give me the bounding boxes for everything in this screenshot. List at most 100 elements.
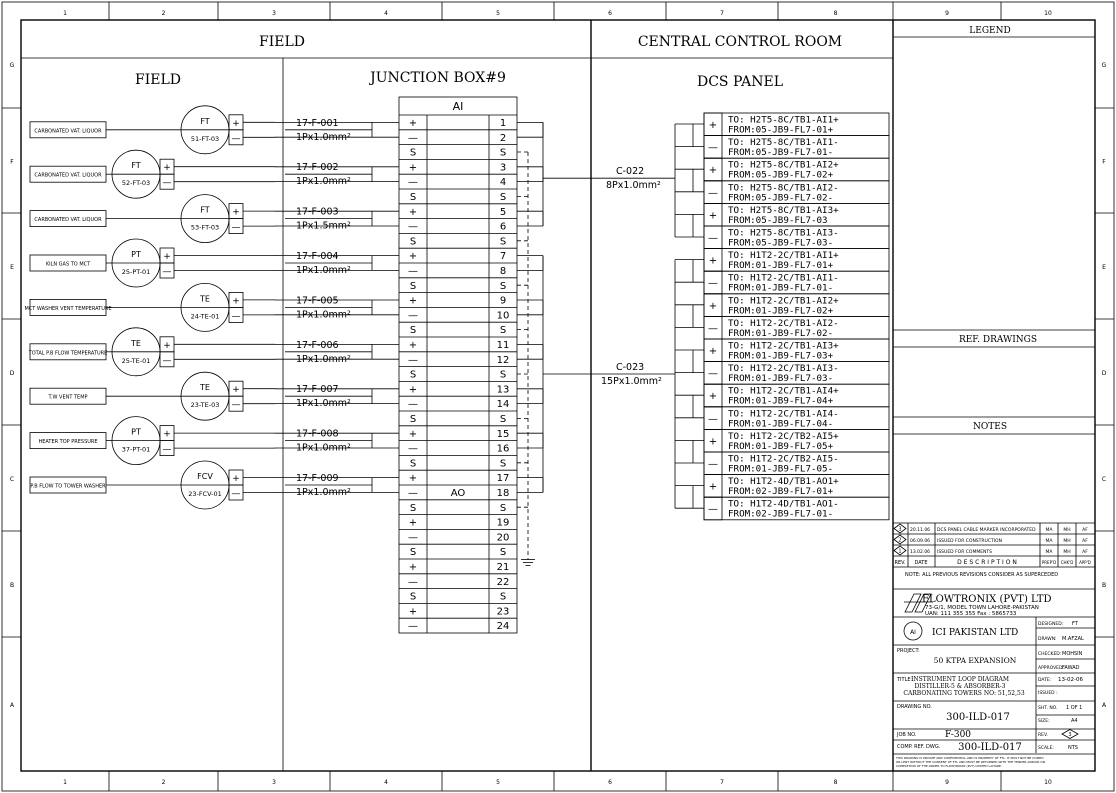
jb-terminal-number: 17 [497, 473, 510, 484]
note-superceded: NOTE: ALL PREVIOUS REVISIONS CONSIDER AS… [905, 572, 1058, 578]
dcs-panel: +TO: H2T5-8C/TB1-AI1+FROM:05-JB9-FL7-01+… [675, 112, 890, 521]
jb-polarity: — [408, 266, 418, 277]
instrument-tag: 23-TE-03 [191, 401, 220, 409]
dcs-polarity: — [708, 504, 718, 515]
dcs-to-label: TO: H2T5-8C/TB1-AI3+ [728, 205, 839, 216]
dcs-polarity: + [709, 301, 717, 312]
dcs-to-label: TO: H1T2-2C/TB1-AI2- [728, 318, 839, 329]
approved-label: APPROVED: [1038, 665, 1064, 671]
cable-spec: 1Px1.5mm² [296, 221, 351, 232]
cable-spec: 1Px1.0mm² [296, 176, 351, 187]
border-col-label-top: 7 [720, 10, 724, 17]
jb-polarity: + [409, 518, 417, 529]
designed-value: FT [1072, 621, 1079, 627]
cable-number: 17-F-009 [296, 473, 339, 484]
jb-polarity: S [410, 325, 416, 336]
dcs-from-label: FROM:01-JB9-FL7-04- [728, 418, 833, 429]
dcs-to-label: TO: H1T2-2C/TB1-AI3- [728, 363, 839, 374]
jb-polarity: + [409, 118, 417, 129]
jb-terminal-number: 11 [497, 340, 510, 351]
junction-box-header: JUNCTION BOX#9 [368, 70, 506, 86]
cable-number: 17-F-008 [296, 429, 339, 440]
jb-polarity: + [409, 207, 417, 218]
cable-spec: 1Px1.0mm² [296, 354, 351, 365]
instrument-tag: 52-FT-03 [122, 179, 150, 187]
jb-polarity: S [410, 281, 416, 292]
rev-triangle [893, 545, 907, 556]
minus-sign: — [232, 223, 241, 233]
rev-checked: MH [1063, 527, 1070, 533]
legend-title: LEGEND [969, 26, 1010, 36]
jb-terminal-number: S [500, 325, 506, 336]
cable-number: 17-F-006 [296, 340, 339, 351]
jb-terminal-number: S [500, 414, 506, 425]
dcs-from-label: FROM:05-JB9-FL7-02+ [728, 170, 834, 181]
border-col-label-bottom: 3 [272, 779, 276, 786]
instrument-tag: 37-PT-01 [122, 446, 151, 454]
dcs-polarity: — [708, 233, 718, 244]
dcs-polarity: + [709, 482, 717, 493]
plus-sign: + [163, 252, 171, 262]
field-header: FIELD [259, 34, 305, 50]
jb-polarity: S [410, 414, 416, 425]
company-name: FLOWTRONIX (PVT) LTD [922, 594, 1052, 605]
title-line2: DISTILLER-5 & ABSORBER-3 [915, 683, 1006, 690]
instrument-loop: MCT WASHER VENT TEMPERATURETE24-TE-01+—1… [24, 282, 399, 332]
border-row-label-left: C [10, 476, 14, 483]
rev-prepared: MA [1046, 549, 1054, 555]
border-col-label-top: 10 [1044, 10, 1052, 17]
sheet-value: 1 OF 1 [1066, 705, 1082, 711]
dcs-polarity: — [708, 323, 718, 334]
dcs-to-label: TO: H1T2-2C/TB2-AI5+ [728, 431, 839, 442]
jb-terminal-number: S [500, 148, 506, 159]
cable-spec: 1Px1.0mm² [296, 265, 351, 276]
dcs-from-label: FROM:01-JB9-FL7-01+ [728, 260, 834, 271]
border-col-label-top: 9 [945, 10, 949, 17]
jb-terminal-number: 24 [497, 621, 510, 632]
rev-diamond [1061, 729, 1079, 739]
field-subheader: FIELD [135, 72, 181, 88]
instrument-tag: 25-PT-01 [122, 268, 151, 276]
rev-description: ISSUED FOR COMMENTS [937, 549, 992, 555]
dcs-from-label: FROM:01-JB9-FL7-03- [728, 373, 833, 384]
jb-terminal-number: 12 [497, 355, 510, 366]
service-label: MCT WASHER VENT TEMPERATURE [24, 306, 111, 312]
rev-prepared: MA [1046, 527, 1054, 533]
jb-header: AI [453, 100, 464, 113]
dcs-to-label: TO: H1T2-4D/TB1-AO1- [728, 499, 839, 510]
border-col-label-bottom: 7 [720, 779, 724, 786]
rev-triangle [893, 523, 907, 534]
rev-date: 06.09.06 [910, 538, 930, 544]
dcs-from-label: FROM:01-JB9-FL7-03+ [728, 351, 834, 362]
dcs-polarity: — [708, 369, 718, 380]
plus-sign: + [232, 296, 240, 306]
jb-terminal-number: 10 [497, 310, 510, 321]
border-row-label-left: B [10, 582, 14, 589]
jb-polarity: S [410, 592, 416, 603]
comp-ref-value: 300-ILD-017 [958, 742, 1022, 753]
jb-polarity: — [408, 133, 418, 144]
jb-terminal-number: 3 [500, 162, 506, 173]
sheet-label: SHT. NO. [1038, 705, 1057, 711]
rev-prepared: MA [1046, 538, 1054, 544]
dcs-polarity: + [709, 256, 717, 267]
checked-label: CHECKED: [1038, 651, 1061, 657]
size-label: SIZE: [1038, 718, 1050, 724]
border-col-label-bottom: 4 [384, 779, 388, 786]
company-phone: UAN: 111 355 355 Fax : 5865733 [925, 611, 1017, 617]
border-col-label-top: 3 [272, 10, 276, 17]
jb-terminal-number: 4 [500, 177, 506, 188]
service-label: KILN GAS TO MCT [46, 262, 91, 268]
instrument-type: TE [130, 339, 141, 348]
instrument-loop: KILN GAS TO MCTPT25-PT-01+—17-F-0041Px1.… [29, 238, 399, 288]
plus-sign: + [232, 385, 240, 395]
jb-terminal-number: 6 [500, 222, 506, 233]
dcs-polarity: — [708, 278, 718, 289]
jb-terminal-number: 16 [497, 444, 510, 455]
plus-sign: + [163, 341, 171, 351]
cable-number: 17-F-007 [296, 384, 339, 395]
plus-sign: + [232, 474, 240, 484]
minus-sign: — [232, 311, 241, 321]
dcs-to-label: TO: H1T2-2C/TB1-AI1- [728, 273, 839, 284]
client-name: ICI PAKISTAN LTD [932, 628, 1018, 638]
